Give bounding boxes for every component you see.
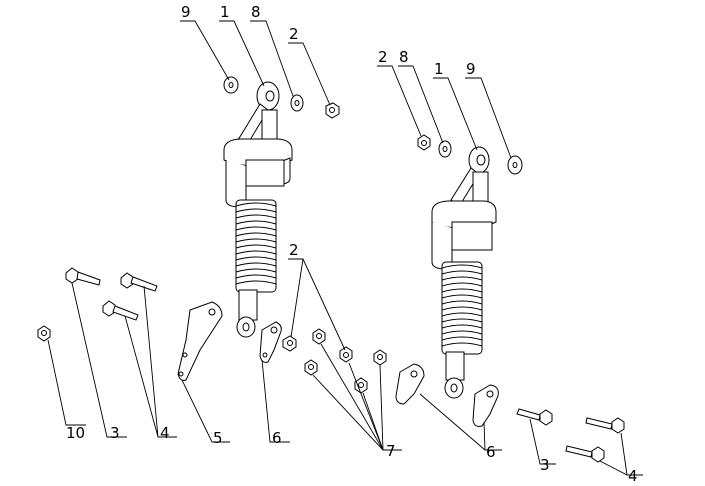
callout-3: 3 [540,456,550,474]
nut-7-e [354,377,368,394]
bracket-6-right-b [472,384,499,427]
bolt-4-upper-left [120,272,158,292]
callout-9: 9 [466,60,476,78]
callout-8: 8 [399,48,409,66]
callout-10: 10 [66,424,85,442]
callout-1: 1 [434,60,444,78]
callout-4: 4 [628,467,638,485]
bracket-6-right-a [395,363,425,405]
washer-8-left [290,94,304,112]
callout-1: 1 [220,3,230,21]
leader-lines [47,20,643,476]
callout-8: 8 [251,3,261,21]
callout-labels: 9 1 8 2 2 8 1 9 2 10 3 4 5 6 7 6 3 4 [66,3,638,485]
callout-5: 5 [213,429,223,447]
nut-10 [37,325,51,342]
nut-2-center [282,335,297,352]
nut-2-left [325,102,340,119]
callout-9: 9 [181,3,191,21]
right-shock-absorber [431,146,497,399]
callout-7: 7 [386,442,396,460]
nut-7-c [304,359,318,376]
callout-6: 6 [486,443,496,461]
callout-2: 2 [289,25,299,43]
callout-6: 6 [272,429,282,447]
left-shock-absorber [223,81,293,338]
bolt-4-upper-right [585,417,625,434]
callout-4: 4 [160,424,170,442]
callout-2: 2 [289,241,299,259]
bracket-5 [177,301,223,381]
washer-8-right [438,140,452,158]
washer-9-left [223,76,239,94]
washer-9-right [507,155,523,175]
bracket-6-left [259,321,282,363]
nut-2-right [417,134,431,151]
bolt-3-right [516,408,553,426]
nut-7-d [373,349,387,366]
nut-7-b [339,346,353,363]
nut-7-a [312,328,326,345]
bolt-4-lower-left [102,300,139,321]
callout-3: 3 [110,424,120,442]
callout-2: 2 [378,48,388,66]
bolt-3-left [65,267,101,286]
bolt-4-lower-right [565,445,605,463]
